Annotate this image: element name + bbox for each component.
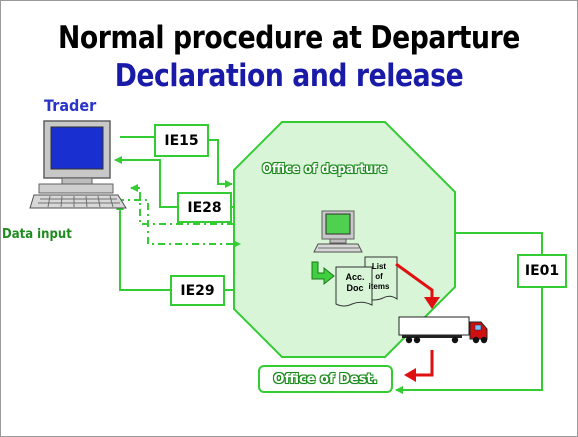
ie15-message-box: IE15 xyxy=(154,124,209,157)
acc-doc-label-line1: Acc. xyxy=(345,272,365,282)
list-of-items-line3: items xyxy=(368,282,390,291)
trader-computer-icon xyxy=(29,120,127,209)
dash-dot-flow-lines xyxy=(117,184,241,248)
green-arrow-icon xyxy=(311,261,335,286)
title-line-2: Declaration and release xyxy=(114,58,464,94)
red-flow-arrow-2 xyxy=(404,350,434,382)
ie01-flow-line xyxy=(395,232,543,394)
accompanying-document-icon xyxy=(335,266,373,307)
red-flow-arrow-1 xyxy=(395,262,440,309)
acc-doc-label-line2: Doc xyxy=(346,283,364,293)
office-of-destination-box: Office of Dest. xyxy=(258,365,393,393)
list-of-items-line1: List xyxy=(371,262,387,271)
list-of-items-line2: of xyxy=(375,272,383,281)
ie28-message-box: IE28 xyxy=(177,192,232,223)
ie01-message-box: IE01 xyxy=(517,254,567,288)
office-computer-icon xyxy=(313,210,363,253)
ie29-message-box: IE29 xyxy=(170,275,225,306)
ie15-flow-line xyxy=(120,136,233,188)
ie28-flow-line xyxy=(114,156,234,208)
truck-icon xyxy=(398,316,488,344)
office-of-departure-label: Office of departure xyxy=(262,162,388,177)
ie29-flow-line xyxy=(116,202,234,291)
data-input-label: Data input xyxy=(2,227,72,242)
trader-label: Trader xyxy=(44,96,97,115)
title-line-1: Normal procedure at Departure xyxy=(58,20,520,56)
list-of-items-label: List of items xyxy=(367,262,391,292)
